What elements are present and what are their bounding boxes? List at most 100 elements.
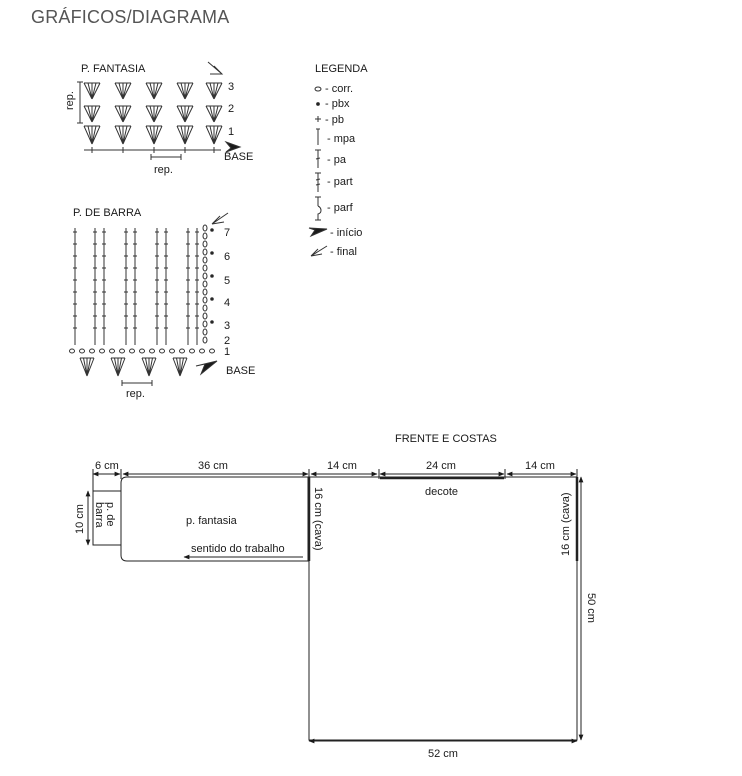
dim-52-label: 52 cm	[428, 748, 458, 760]
start-arrow-icon	[308, 227, 328, 238]
fantasia-chart: P. FANTASIA rep. 3 2 1 BASE rep.	[64, 61, 253, 176]
base-chain-stitch	[109, 348, 115, 354]
base-chain-stitch	[99, 348, 105, 354]
barra-stitch-column	[155, 228, 159, 345]
dim-24-label: 24 cm	[426, 460, 456, 472]
barra-row-6: 6	[224, 251, 230, 263]
part-icon	[315, 172, 321, 192]
base-chain-stitch	[79, 348, 85, 354]
fantasia-title: P. FANTASIA	[81, 63, 146, 75]
plus-icon	[315, 116, 321, 122]
barra-rep-bottom: rep.	[126, 388, 145, 400]
dim-6-label: 6 cm	[95, 460, 119, 472]
barra-stitch-column	[195, 228, 199, 345]
slip-stitch	[210, 274, 214, 278]
fan-stitch	[83, 105, 101, 123]
fan-stitch	[176, 82, 194, 100]
barra-stitch-column	[93, 228, 97, 345]
dim-36-label: 36 cm	[198, 460, 228, 472]
fantasia-row-1: 1	[228, 126, 234, 138]
barra-stitch-column	[73, 228, 77, 345]
fantasia-piece-label: p. fantasia	[186, 515, 238, 527]
start-arrow-icon	[195, 360, 218, 376]
fantasia-row-3: 3	[228, 81, 234, 93]
fantasia-rep-bottom-bracket	[150, 154, 182, 160]
body-piece	[308, 476, 578, 741]
barra-stitch-columns	[73, 228, 199, 345]
fan-stitch	[145, 125, 163, 145]
fan-stitch	[205, 105, 223, 123]
base-chain-stitch	[139, 348, 145, 354]
pa-icon	[315, 149, 321, 168]
fan-stitch	[110, 357, 126, 377]
end-arrow-icon	[211, 212, 229, 225]
chain-stitch	[202, 248, 208, 256]
chain-stitch	[202, 336, 208, 344]
chain-stitch	[202, 280, 208, 288]
chain-stitch	[202, 288, 208, 296]
legend-label: - part	[327, 176, 353, 188]
base-chain-stitch	[159, 348, 165, 354]
fantasia-rep-bracket	[77, 81, 83, 124]
parf-icon	[315, 196, 322, 221]
fan-stitch	[205, 125, 223, 145]
schematic-title: FRENTE E COSTAS	[395, 433, 497, 445]
base-chain-stitch	[169, 348, 175, 354]
slip-stitch	[210, 297, 214, 301]
barra-piece-label-2: barra	[93, 502, 105, 529]
slip-stitch	[210, 251, 214, 255]
cava-left-label: 16 cm (cava)	[312, 487, 324, 551]
dim-50-label: 50 cm	[585, 593, 597, 623]
chain-stitch	[202, 240, 208, 248]
chain-stitch	[202, 272, 208, 280]
barra-row-3: 3	[224, 320, 230, 332]
schematic: FRENTE E COSTAS 6 cm 36 cm 14 cm 24 cm 1…	[74, 433, 597, 760]
base-chain-stitch	[179, 348, 185, 354]
direction-label: sentido do trabalho	[191, 543, 285, 555]
fan-stitch	[205, 82, 223, 100]
legend-label: - parf	[327, 202, 354, 214]
fantasia-base-chain	[84, 147, 221, 153]
chain-stitch	[202, 312, 208, 320]
base-chain-stitch	[209, 348, 215, 354]
circle-icon	[314, 86, 322, 92]
base-chain-stitch	[129, 348, 135, 354]
barra-row-2: 2	[224, 335, 230, 347]
chain-stitch	[202, 224, 208, 232]
legend-label: - final	[330, 246, 357, 258]
fan-stitch	[145, 82, 163, 100]
dim-ticks	[92, 469, 578, 491]
barra-row-5: 5	[224, 275, 230, 287]
legend-label: - pbx	[325, 98, 350, 110]
fan-stitch	[114, 125, 132, 145]
barra-stitch-column	[102, 228, 106, 345]
fantasia-row-2: 2	[228, 103, 234, 115]
base-chain-stitch	[69, 348, 75, 354]
legend-label: - mpa	[327, 133, 356, 145]
decote-label: decote	[425, 486, 458, 498]
chain-stitch	[202, 296, 208, 304]
base-chain-stitch	[89, 348, 95, 354]
end-arrow-icon	[310, 245, 328, 257]
slip-stitch	[210, 228, 214, 232]
chain-stitch	[202, 304, 208, 312]
barra-rep-bracket	[121, 380, 153, 386]
barra-piece-label-1: p. de	[104, 502, 116, 526]
barra-stitch-column	[164, 228, 168, 345]
barra-base: BASE	[226, 365, 255, 377]
chain-stitch	[202, 320, 208, 328]
fan-stitch	[176, 125, 194, 145]
fantasia-rep-bottom: rep.	[154, 164, 173, 176]
barra-title: P. DE BARRA	[73, 207, 142, 219]
barra-base-row	[69, 348, 215, 377]
chain-stitch	[202, 232, 208, 240]
fan-stitch	[79, 357, 95, 377]
legend-title: LEGENDA	[315, 63, 368, 75]
base-chain-stitch	[119, 348, 125, 354]
end-arrow-icon	[207, 61, 224, 75]
fantasia-base: BASE	[224, 151, 253, 163]
barra-row-4: 4	[224, 297, 230, 309]
base-chain-stitch	[149, 348, 155, 354]
barra-stitch-column	[186, 228, 190, 345]
